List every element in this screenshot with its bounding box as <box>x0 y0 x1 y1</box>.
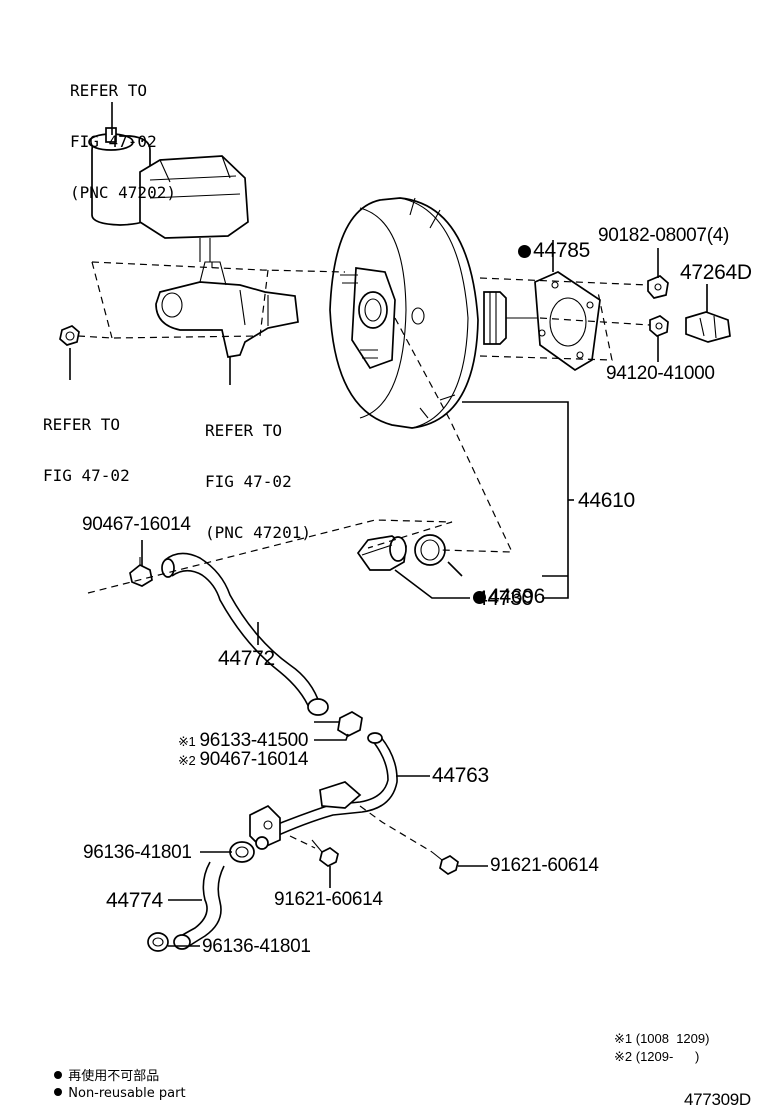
bracket-47264D-drawing <box>685 284 731 343</box>
note1-marker: ※1 <box>177 734 196 749</box>
reservoir-drawing <box>88 127 249 262</box>
clamp-mid-drawing <box>337 711 363 737</box>
part-44785-label[interactable]: 44785 <box>507 219 590 261</box>
refer-mc-line1: REFER TO <box>205 421 283 440</box>
brake-booster-drawing <box>329 197 540 429</box>
bolt-91621-right-drawing <box>431 851 459 875</box>
non-reusable-legend-icon <box>54 1071 63 1079</box>
refer-left-line2: FIG 47-02 <box>43 466 130 485</box>
dashed-assembly-lines <box>77 261 651 853</box>
non-reusable-marker-icon <box>518 245 532 258</box>
part-96133-number: 96133-41500 <box>199 730 309 751</box>
gasket-44785-drawing <box>534 271 601 372</box>
note1-footnote: ※1 (1008 1209) <box>614 1031 710 1046</box>
part-94120-label[interactable]: 94120-41000 <box>606 363 715 384</box>
hose-44774-drawing <box>173 861 225 950</box>
legend-jp-text: 再使用不可部品 <box>68 1069 160 1084</box>
part-44696-label[interactable]: 44696 <box>462 565 545 607</box>
nut-left-drawing <box>59 325 80 346</box>
refer-master-cylinder-label: REFER TO FIG 47-02 (PNC 47201) <box>205 388 311 558</box>
bolt-91621-bottom-drawing <box>311 839 339 867</box>
clamp-top-drawing <box>129 557 153 587</box>
legend-en-text: Non-reusable part <box>68 1086 186 1101</box>
part-96136-a-label[interactable]: 96136-41801 <box>83 842 192 863</box>
refer-mc-line2: FIG 47-02 <box>205 472 292 491</box>
refer-reservoir-label: REFER TO FIG 47-02 (PNC 47202) <box>70 48 176 218</box>
part-44774-label[interactable]: 44774 <box>106 889 163 912</box>
refer-reservoir-line3: (PNC 47202) <box>70 183 176 202</box>
refer-mc-line3: (PNC 47201) <box>205 523 311 542</box>
clamp-96136-a-drawing <box>229 836 269 863</box>
clamp-96136-b-drawing <box>147 932 169 952</box>
tube-44763-drawing <box>249 732 398 850</box>
part-90467-mid-number: 90467-16014 <box>199 749 309 770</box>
figure-id: 477309D <box>684 1090 751 1109</box>
part-91621-right-label[interactable]: 91621-60614 <box>490 855 599 876</box>
refer-left-label: REFER TO FIG 47-02 <box>43 382 130 501</box>
part-44730-label[interactable]: 44730 <box>476 587 533 610</box>
part-44772-label[interactable]: 44772 <box>218 647 275 670</box>
legend-japanese: 再使用不可部品 <box>46 1057 159 1083</box>
part-44610-label[interactable]: 44610 <box>578 489 635 512</box>
refer-reservoir-line2: FIG 47-02 <box>70 132 157 151</box>
part-44696-number: 44696 <box>488 585 545 608</box>
part-91621-bottom-label[interactable]: 91621-60614 <box>274 889 383 910</box>
part-44763-label[interactable]: 44763 <box>432 764 489 787</box>
non-reusable-legend-icon <box>54 1088 63 1096</box>
check-valve-drawing <box>356 534 446 571</box>
legend-english: Non-reusable part <box>46 1074 186 1100</box>
part-47264D-label[interactable]: 47264D <box>680 261 752 284</box>
nut-94120-drawing <box>649 315 669 337</box>
part-90182-label[interactable]: 90182-08007(4) <box>598 225 730 246</box>
part-96136-b-label[interactable]: 96136-41801 <box>202 936 311 957</box>
master-cylinder-drawing <box>155 261 299 358</box>
nut-90182-drawing <box>647 275 669 299</box>
refer-left-line1: REFER TO <box>43 415 121 434</box>
non-reusable-marker-icon <box>473 591 487 604</box>
note2-footnote: ※2 (1209- ) <box>614 1049 700 1064</box>
refer-reservoir-line1: REFER TO <box>70 81 148 100</box>
leader-lines <box>69 102 708 947</box>
hose-44772-drawing <box>161 552 329 716</box>
note2-marker: ※2 <box>177 753 196 768</box>
part-90467-top-label[interactable]: 90467-16014 <box>82 514 191 535</box>
part-44785-number: 44785 <box>533 239 590 262</box>
